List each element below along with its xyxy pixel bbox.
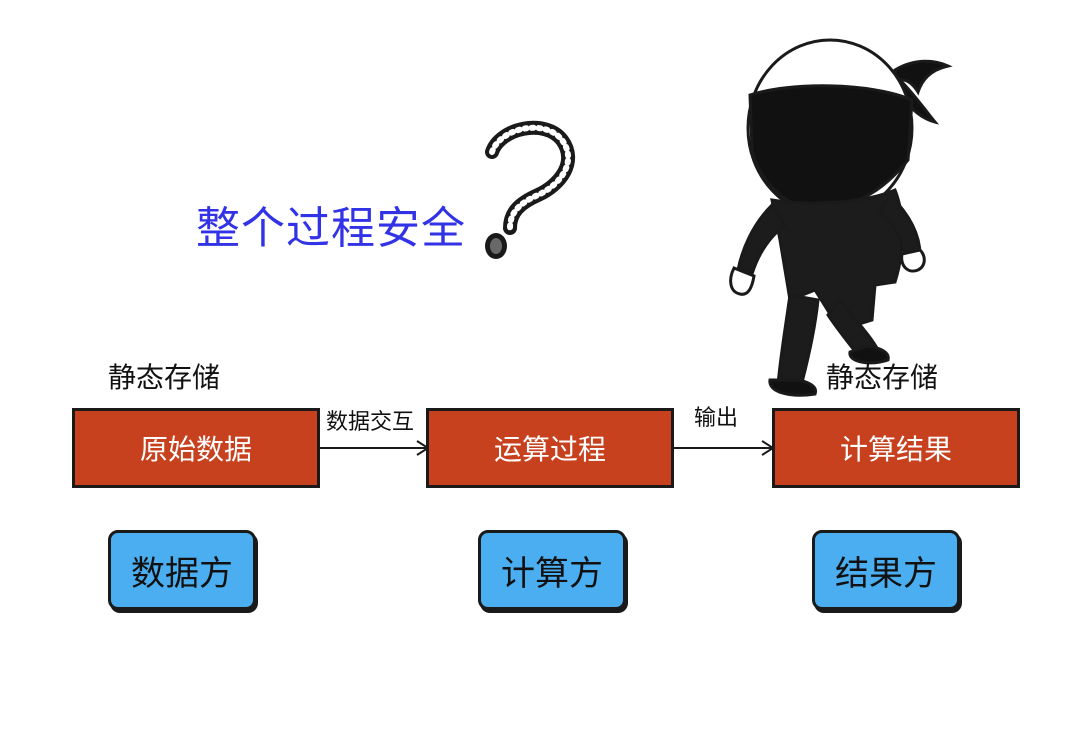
arrow-data-to-compute [318,440,430,456]
node-label: 计算结果 [839,433,952,466]
party-result-receiver: 结果方 [812,530,960,610]
node-label: 原始数据 [139,433,252,466]
static-storage-label-input: 静态存储 [108,361,221,394]
party-compute-provider: 计算方 [478,530,626,610]
static-storage-label-output: 静态存储 [826,361,939,394]
page-title: 整个过程安全 [196,203,466,254]
edge-label-output: 输出 [694,406,739,431]
arrow-compute-to-result [672,440,775,456]
party-data-provider: 数据方 [108,530,256,610]
question-mark-icon [485,120,575,259]
node-computation-result: 计算结果 [772,408,1020,488]
node-label: 运算过程 [493,433,606,466]
party-label: 计算方 [501,553,603,594]
node-computation-process: 运算过程 [426,408,674,488]
node-raw-data: 原始数据 [72,408,320,488]
party-label: 数据方 [131,553,233,594]
edge-label-data-interaction: 数据交互 [326,410,415,435]
party-label: 结果方 [835,553,937,594]
thief-figure-illustration [729,38,953,397]
